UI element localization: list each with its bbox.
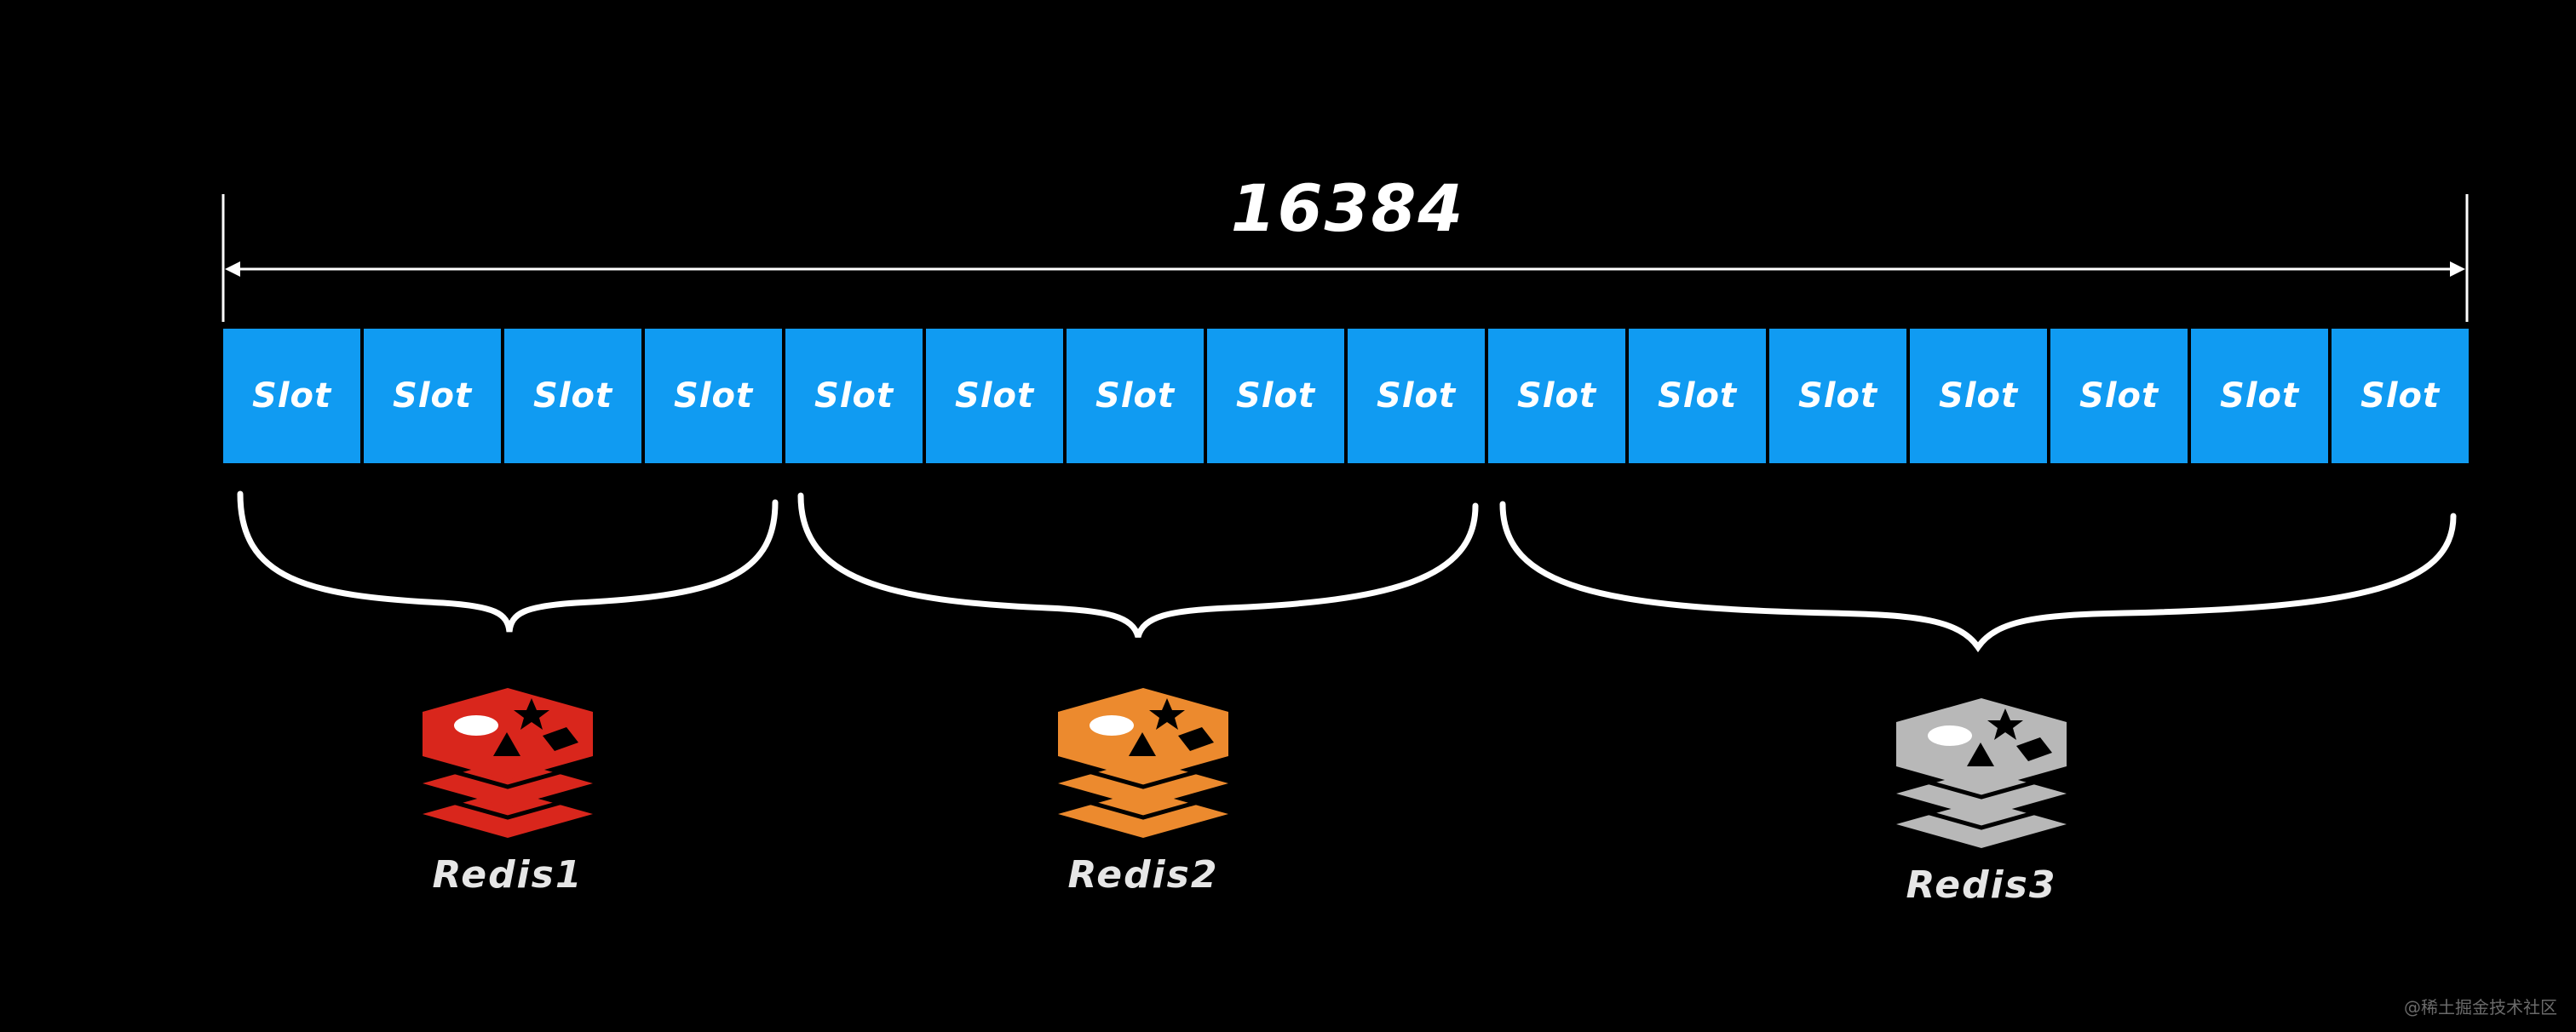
node-label-redis1: Redis1 (432, 853, 584, 897)
slot-cell: Slot (223, 329, 360, 463)
slot-cell: Slot (2050, 329, 2188, 463)
slot-cell: Slot (1769, 329, 1906, 463)
node-label-redis2: Redis2 (1067, 853, 1219, 897)
node-redis3: Redis3 (1854, 698, 2109, 907)
redis-logo-icon (422, 688, 594, 838)
slot-cell: Slot (1629, 329, 1766, 463)
slot-cell: Slot (785, 329, 923, 463)
brace-redis3 (1499, 501, 2457, 653)
dimension-arrow-left (225, 261, 240, 277)
slot-cell: Slot (1207, 329, 1344, 463)
slot-cell: Slot (1910, 329, 2047, 463)
redis-logo-icon (1057, 688, 1229, 838)
watermark: @稀土掘金技术社区 (2404, 997, 2557, 1018)
slot-cell: Slot (2191, 329, 2328, 463)
total-slots-label: 16384 (1230, 170, 1465, 246)
dimension-arrow-right (2450, 261, 2465, 277)
redis-logo-icon (1895, 698, 2067, 848)
slot-cell: Slot (1067, 329, 1204, 463)
node-label-redis3: Redis3 (1906, 863, 2057, 907)
node-redis2: Redis2 (1015, 688, 1271, 897)
slot-cell: Slot (1488, 329, 1625, 463)
brace-redis2 (797, 492, 1479, 639)
slot-cell: Slot (926, 329, 1063, 463)
slot-cell: Slot (2332, 329, 2469, 463)
slot-cell: Slot (504, 329, 641, 463)
slot-cell: Slot (645, 329, 782, 463)
slot-cell: Slot (1348, 329, 1485, 463)
slot-cell: Slot (364, 329, 501, 463)
brace-redis1 (237, 490, 779, 633)
node-redis1: Redis1 (380, 688, 635, 897)
